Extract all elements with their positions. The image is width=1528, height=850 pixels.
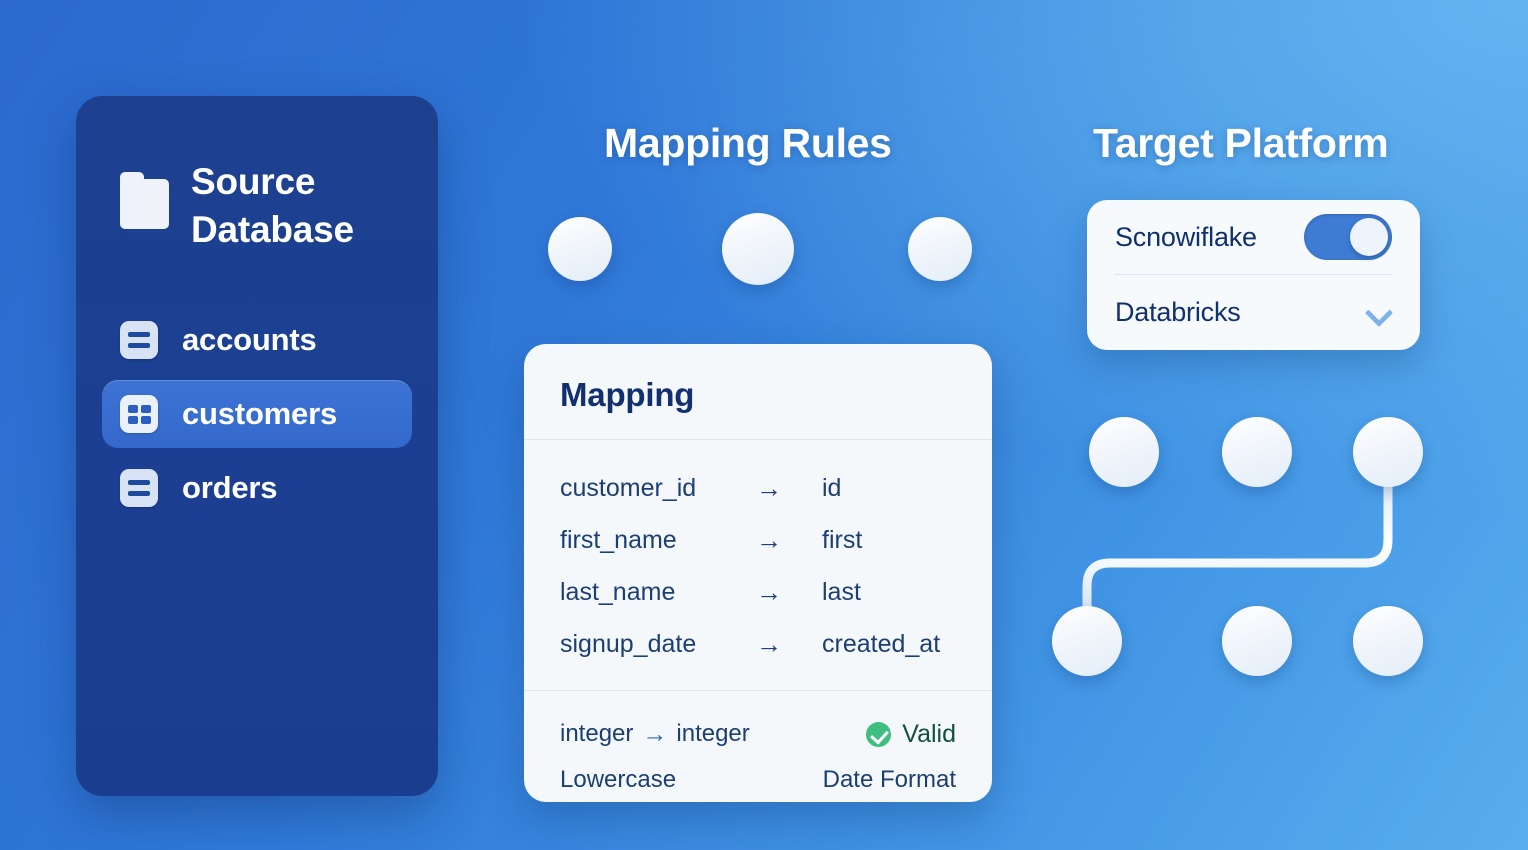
mapping-source-field: last_name <box>560 577 676 606</box>
sidebar-item-orders[interactable]: orders <box>102 454 412 522</box>
table-list: accounts customers orders <box>76 306 438 522</box>
mapping-target-field: first <box>822 525 863 554</box>
graph-node[interactable] <box>1353 417 1423 487</box>
graph-node[interactable] <box>1089 417 1159 487</box>
graph-node[interactable] <box>1222 606 1292 676</box>
transform-left: Lowercase <box>560 766 677 793</box>
type-conversion: integer → integer <box>560 720 750 749</box>
target-platform-label: Scnowiflake <box>1115 221 1257 252</box>
mapping-row[interactable]: first_name → first <box>524 514 992 566</box>
sidebar-header: Source Database <box>76 158 438 254</box>
mapping-source-field: customer_id <box>560 473 697 502</box>
type-to: integer <box>676 720 750 747</box>
graph-node[interactable] <box>1052 606 1122 676</box>
sidebar-item-label: orders <box>182 470 278 506</box>
arrow-right-icon: → <box>756 576 782 607</box>
mapping-card-footer: integer → integer Valid Lowercase Date F… <box>524 691 992 802</box>
mapping-source-field: signup_date <box>560 629 697 658</box>
status-label: Valid <box>902 719 956 748</box>
graph-node[interactable] <box>722 213 794 285</box>
mapping-card: Mapping customer_id → id first_name → fi… <box>524 344 992 802</box>
sidebar-item-label: customers <box>182 396 337 432</box>
arrow-right-icon: → <box>756 524 782 555</box>
mapping-row[interactable]: last_name → last <box>524 566 992 618</box>
toggle-knob <box>1350 218 1388 256</box>
graph-node[interactable] <box>1222 417 1292 487</box>
type-from: integer <box>560 720 634 747</box>
table-list-icon <box>120 469 158 508</box>
mapping-target-field: created_at <box>822 629 941 658</box>
folder-icon <box>120 172 169 229</box>
mapping-rules-heading: Mapping Rules <box>604 120 892 166</box>
page-title: Source Database <box>191 158 354 254</box>
check-circle-icon <box>866 721 892 747</box>
chevron-down-icon[interactable] <box>1366 299 1392 325</box>
target-row-databricks[interactable]: Databricks <box>1115 275 1392 349</box>
table-grid-icon <box>120 395 158 434</box>
target-platform-label: Databricks <box>1115 296 1241 327</box>
mapping-card-title: Mapping <box>560 376 695 413</box>
target-card-divider <box>1115 274 1392 275</box>
transform-line: Lowercase Date Format <box>560 757 956 802</box>
mapping-rows: customer_id → id first_name → first last… <box>524 440 992 690</box>
mapping-row[interactable]: customer_id → id <box>524 462 992 514</box>
mapping-target-field: last <box>822 577 861 606</box>
transform-right: Date Format <box>822 766 956 793</box>
target-platform-heading: Target Platform <box>1093 120 1389 166</box>
page-title-line1: Source <box>191 161 316 202</box>
source-database-panel: Source Database accounts customers <box>76 96 438 796</box>
arrow-right-icon: → <box>642 719 668 748</box>
target-platform-card: Scnowiflake Databricks <box>1087 200 1420 350</box>
sidebar-item-accounts[interactable]: accounts <box>102 306 412 374</box>
table-list-icon <box>120 321 158 360</box>
page-title-line2: Database <box>191 209 354 251</box>
card-divider <box>524 439 992 440</box>
graph-node[interactable] <box>548 217 612 281</box>
type-conversion-line: integer → integer Valid <box>560 711 956 757</box>
card-footer-divider <box>524 690 992 691</box>
graph-node[interactable] <box>908 217 972 281</box>
mapping-target-field: id <box>822 473 842 502</box>
mapping-source-field: first_name <box>560 525 677 554</box>
platform-toggle[interactable] <box>1304 214 1392 260</box>
sidebar-item-customers[interactable]: customers <box>102 380 412 449</box>
arrow-right-icon: → <box>756 472 782 503</box>
sidebar-item-label: accounts <box>182 322 317 358</box>
graph-node[interactable] <box>1353 606 1423 676</box>
target-row-snowflake[interactable]: Scnowiflake <box>1115 200 1392 274</box>
arrow-right-icon: → <box>756 628 782 659</box>
mapping-row[interactable]: signup_date → created_at <box>524 618 992 670</box>
status-badge: Valid <box>866 720 956 749</box>
